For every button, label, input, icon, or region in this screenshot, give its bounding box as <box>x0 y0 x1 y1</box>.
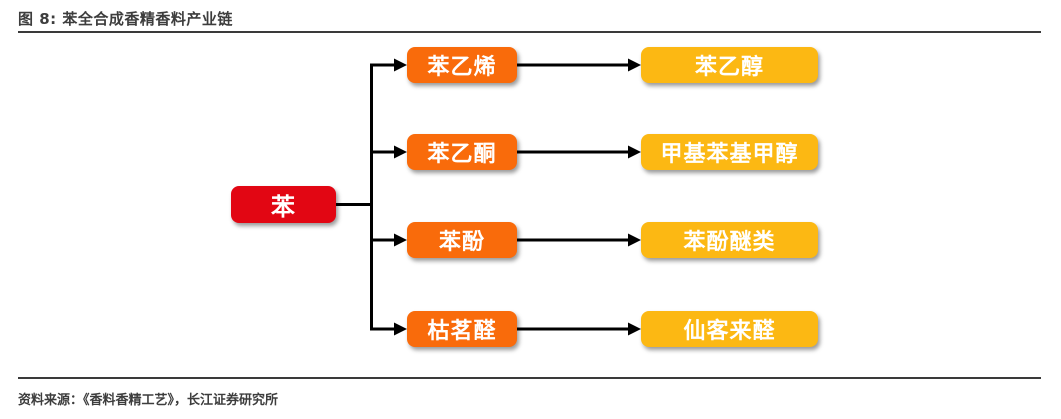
node-label: 甲基苯基甲醇 <box>660 142 799 167</box>
node-root-benzene: 苯 <box>231 186 336 223</box>
node-product-3: 苯酚醚类 <box>641 222 818 258</box>
figure-title: 图 8: 苯全合成香精香料产业链 <box>18 10 233 28</box>
node-product-1: 苯乙醇 <box>641 47 818 83</box>
footer-rule <box>18 377 1041 379</box>
node-label: 苯乙酮 <box>427 142 497 167</box>
title-rule <box>18 31 1041 33</box>
node-label: 苯酚 <box>438 230 485 255</box>
node-label: 枯茗醛 <box>427 319 497 344</box>
node-label: 苯酚醚类 <box>683 230 776 255</box>
node-label: 仙客来醛 <box>683 319 776 344</box>
node-intermediate-3: 苯酚 <box>407 222 517 258</box>
node-product-2: 甲基苯基甲醇 <box>641 134 818 170</box>
source-note: 资料来源：《香料香精工艺》，长江证券研究所 <box>18 393 279 408</box>
node-label: 苯 <box>271 193 296 221</box>
node-intermediate-1: 苯乙烯 <box>407 47 517 83</box>
node-product-4: 仙客来醛 <box>641 311 818 347</box>
node-intermediate-4: 枯茗醛 <box>407 311 517 347</box>
node-label: 苯乙醇 <box>694 55 764 80</box>
node-intermediate-2: 苯乙酮 <box>407 134 517 170</box>
node-label: 苯乙烯 <box>427 55 497 80</box>
